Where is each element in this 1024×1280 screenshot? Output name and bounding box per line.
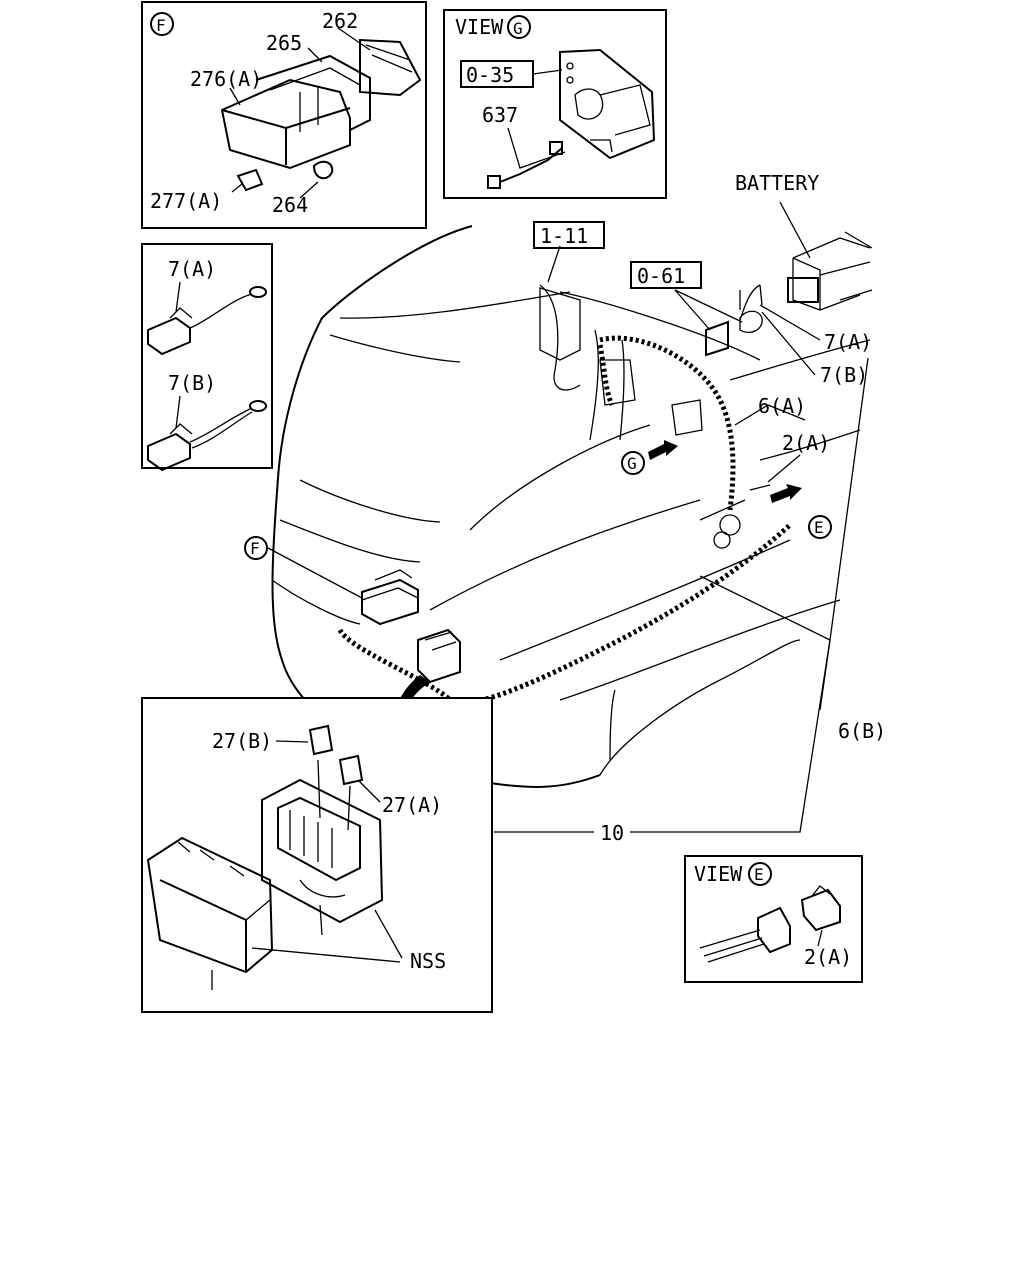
label-637: 637	[482, 103, 518, 127]
relay-27b	[275, 724, 334, 756]
label-7a-left: 7(A)	[168, 257, 216, 281]
circle-g-main	[621, 451, 645, 475]
arrow-g-icon	[648, 440, 678, 460]
terminal-7a	[147, 281, 267, 356]
label-276a: 276(A)	[190, 67, 262, 91]
circle-e-badge	[748, 862, 772, 886]
label-10: 10	[600, 821, 624, 845]
connector-bracket-main	[539, 287, 771, 549]
relay-block-nss	[261, 759, 384, 936]
label-27b: 27(B)	[212, 729, 272, 753]
terminal-7b	[147, 395, 267, 472]
label-262: 262	[322, 9, 358, 33]
label-2a-main: 2(A)	[782, 431, 830, 455]
label-7a-main: 7(A)	[824, 330, 872, 354]
label-277a: 277(A)	[150, 189, 222, 213]
bracket-assembly-g	[559, 48, 656, 160]
box-0-61	[630, 261, 702, 289]
label-27a: 27(A)	[382, 793, 442, 817]
ref-0-35: 0-35	[466, 63, 514, 87]
circle-f-badge	[150, 12, 174, 36]
arrow-e-icon	[770, 484, 802, 503]
label-7b-main: 7(B)	[820, 363, 868, 387]
circle-g-main-label: G	[627, 454, 637, 473]
panel-view-g: VIEW 0-35 637	[443, 9, 667, 199]
battery-label: BATTERY	[735, 171, 819, 195]
label-nss: NSS	[410, 949, 446, 973]
circle-e-main	[808, 515, 832, 539]
ref-0-61: 0-61	[637, 264, 685, 288]
main-harness	[337, 284, 792, 706]
fuse-box-exploded	[220, 27, 422, 199]
connector-2a-view	[699, 885, 841, 963]
sensor-component	[705, 284, 763, 357]
label-2a-view: 2(A)	[804, 945, 852, 969]
relay-main	[417, 628, 461, 684]
label-264: 264	[272, 193, 308, 217]
label-7b-left: 7(B)	[168, 371, 216, 395]
fuse-block-main	[361, 569, 419, 626]
panel-relay-inset: 27(B) 27(A) NSS	[141, 697, 493, 1013]
circle-f-panel-label: F	[156, 16, 166, 35]
view-g-label: VIEW	[455, 15, 504, 39]
relay-27a	[338, 754, 381, 803]
panel-view-f: 262 265 276(A) 277(A) 264	[141, 1, 427, 229]
circle-g-panel-label: G	[513, 19, 523, 38]
panel-terminals: 7(A) 7(B)	[141, 243, 273, 472]
battery-box	[787, 231, 873, 311]
ref-1-11: 1-11	[540, 224, 588, 248]
label-6a: 6(A)	[758, 394, 806, 418]
circle-e-main-label: E	[814, 518, 824, 537]
box-1-11	[533, 221, 605, 249]
circle-f-main	[244, 536, 268, 560]
label-265: 265	[266, 31, 302, 55]
panel-view-e: VIEW 2(A)	[684, 855, 863, 983]
leader-lines	[267, 201, 869, 833]
circle-f-main-label: F	[250, 539, 260, 558]
circle-g-badge	[507, 15, 531, 39]
circle-e-panel-label: E	[754, 865, 764, 884]
label-6b: 6(B)	[838, 719, 886, 743]
view-e-label: VIEW	[694, 862, 743, 886]
